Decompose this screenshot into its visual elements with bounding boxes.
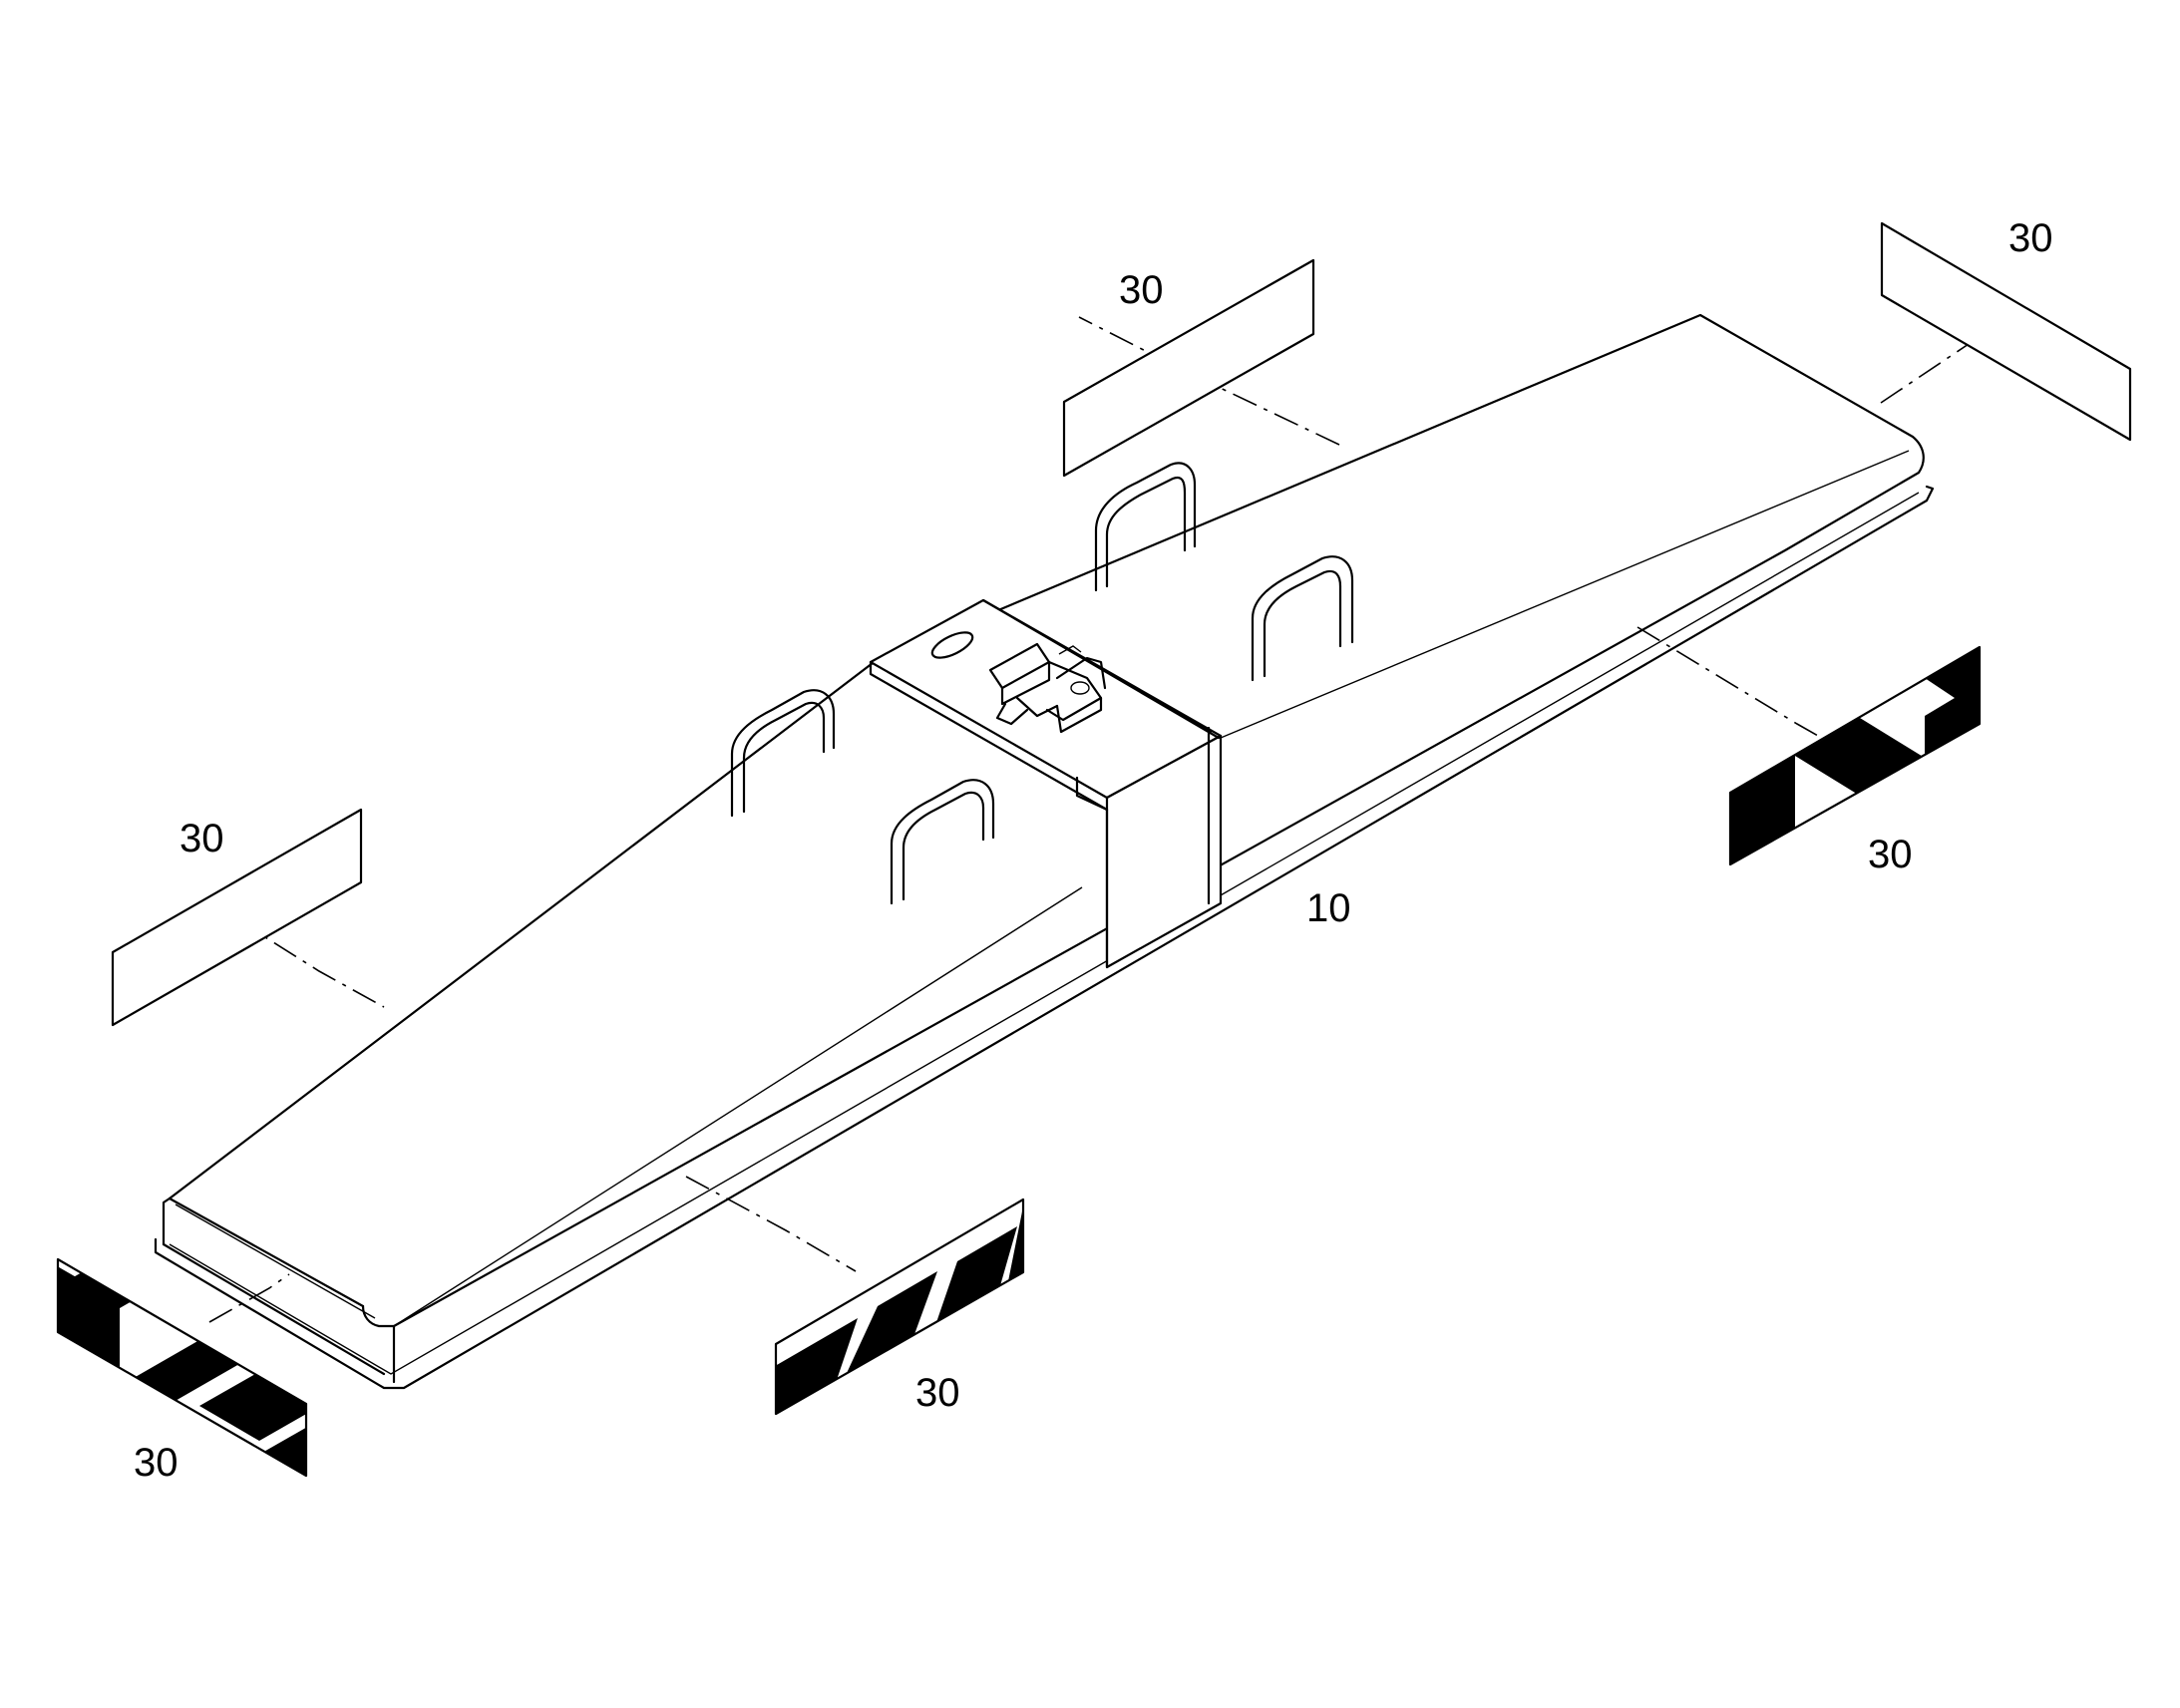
wedge-ridge-right [1220, 450, 1910, 739]
base-flange [154, 485, 1935, 1390]
wedge-ridge-left [393, 886, 1083, 1327]
plate-bottom-right [1728, 645, 1982, 866]
wedge-top-outline [168, 313, 1925, 1328]
handle-front-right [890, 779, 995, 905]
center-housing [869, 598, 1223, 969]
plate-top-right [1880, 221, 2132, 442]
plate-bottom-middle [774, 1197, 1025, 1416]
label-plate-bottom-middle: 30 [915, 1371, 960, 1415]
slot-icon [930, 631, 974, 659]
plate-top-middle [1062, 258, 1315, 478]
handle-rear-left [1094, 462, 1197, 592]
axis-lines [208, 316, 2007, 1323]
label-body-10: 10 [1306, 886, 1351, 930]
label-plate-top-right: 30 [2008, 216, 2053, 260]
reference-labels: 10 30 30 30 30 30 30 [134, 216, 2053, 1485]
handle-rear-right [1251, 555, 1354, 682]
handle-front-left [730, 689, 836, 818]
plate-bottom-left [56, 1257, 308, 1478]
label-plate-bottom-left: 30 [134, 1441, 179, 1485]
label-plate-top-left: 30 [180, 817, 224, 860]
latch-mechanism [988, 642, 1107, 734]
plate-top-left [111, 808, 363, 1027]
sled-body [154, 313, 1935, 1390]
handles [730, 462, 1354, 905]
label-plate-top-middle: 30 [1119, 268, 1164, 312]
label-plate-bottom-right: 30 [1868, 833, 1913, 876]
